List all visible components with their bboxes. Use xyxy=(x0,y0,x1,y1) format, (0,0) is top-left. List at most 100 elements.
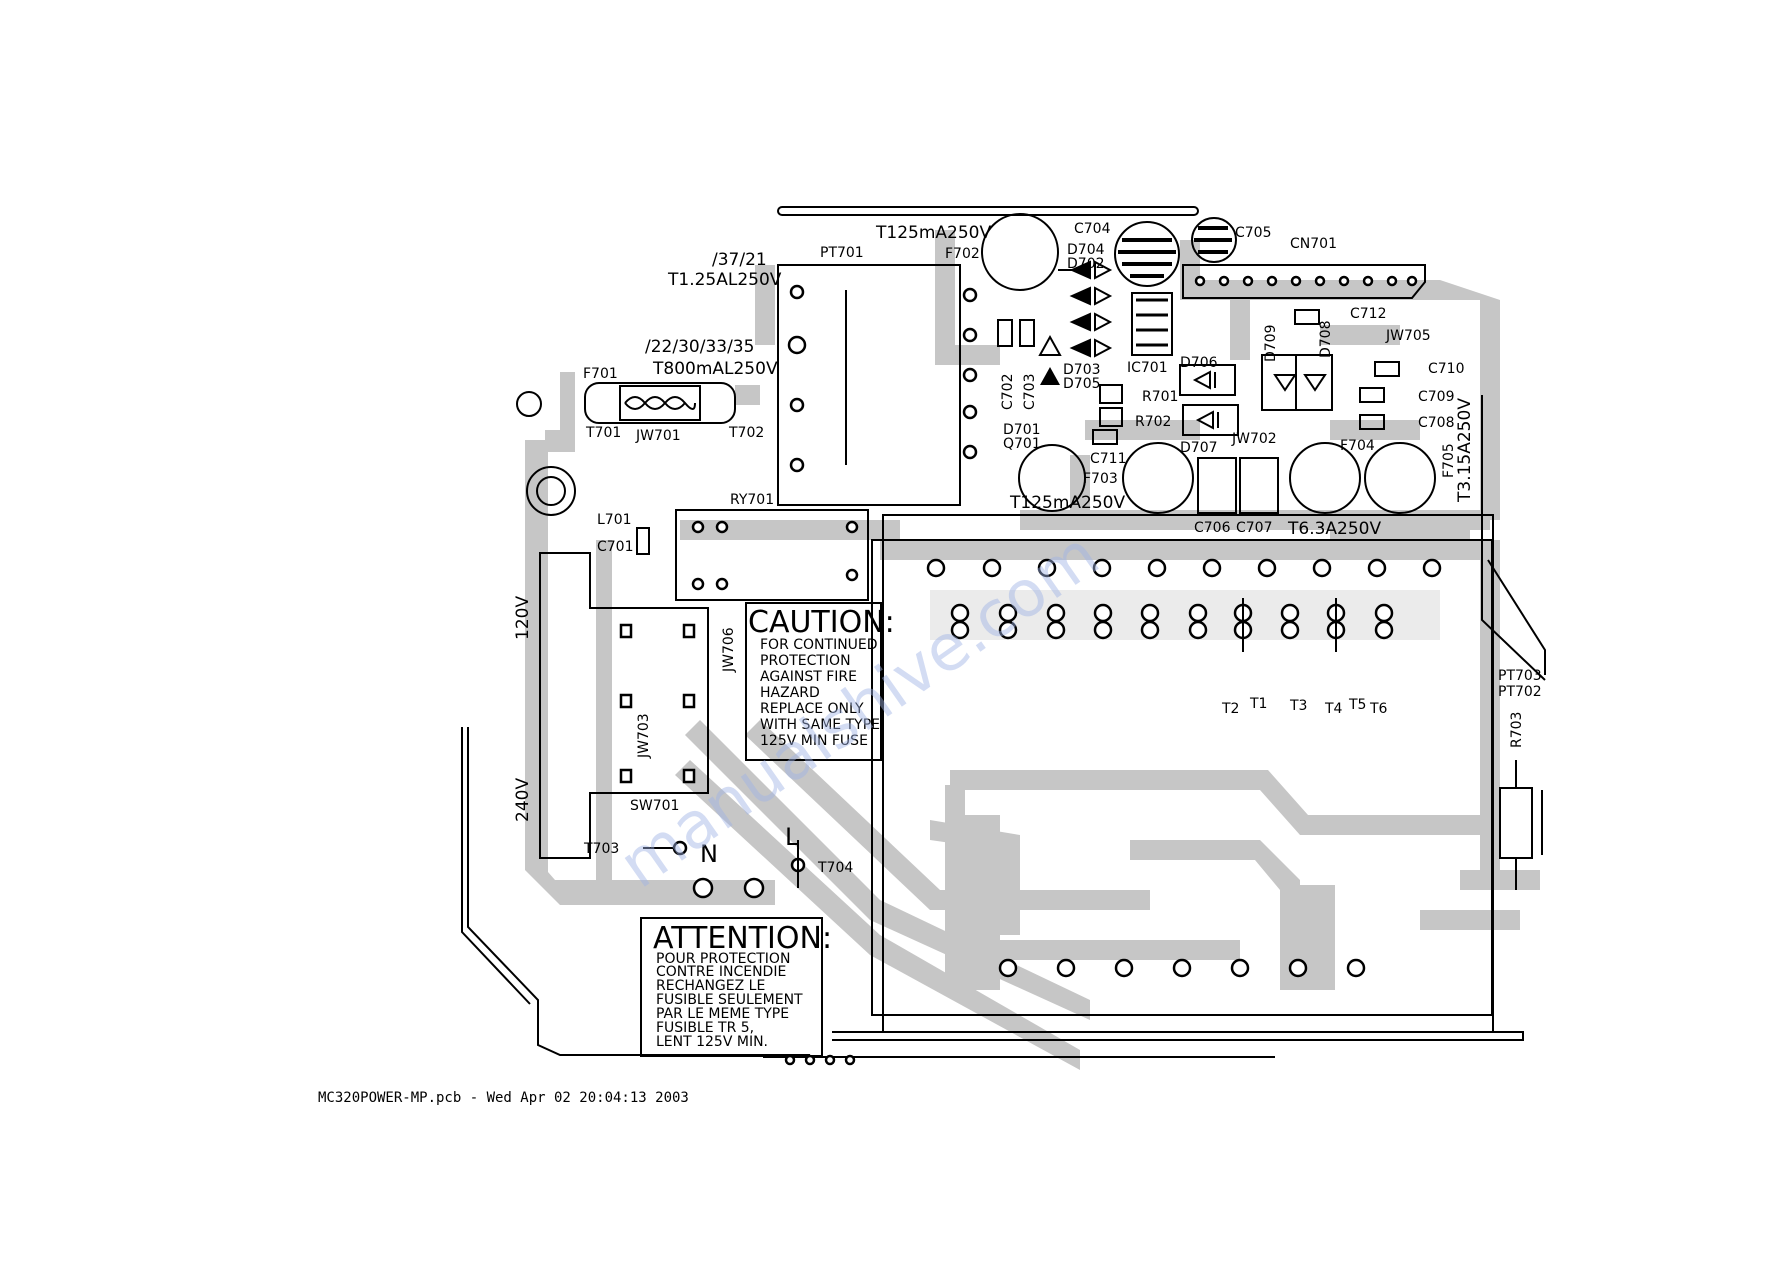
cn701-connector xyxy=(1182,264,1426,299)
attention-line: CONTRE INCENDIE xyxy=(656,964,786,980)
label-r701: R701 xyxy=(1142,389,1178,405)
board-outline xyxy=(461,206,1546,1058)
f703-holder xyxy=(1018,444,1086,512)
label-d709: D709 xyxy=(1263,324,1279,362)
label-c710: C710 xyxy=(1428,361,1465,377)
caution-line: PROTECTION xyxy=(760,653,851,669)
label-sw701: SW701 xyxy=(630,798,679,814)
label-t702: T702 xyxy=(728,425,764,441)
label-neutral: N xyxy=(700,840,718,868)
label-pt701: PT701 xyxy=(820,245,864,261)
label-c708: C708 xyxy=(1418,415,1455,431)
file-footer: MC320POWER-MP.pcb - Wed Apr 02 20:04:13 … xyxy=(318,1090,689,1106)
label-c705: C705 xyxy=(1235,225,1272,241)
label-d705: D705 xyxy=(1063,376,1101,392)
watermark: manualshive.com xyxy=(607,518,1113,903)
caution-title: CAUTION: xyxy=(748,605,895,640)
c706-capacitor xyxy=(1122,442,1194,514)
attention-line: FUSIBLE TR 5, xyxy=(656,1020,754,1036)
label-r703: R703 xyxy=(1509,712,1525,748)
label-d701: D701 xyxy=(1003,422,1041,438)
label-f702-rating: T125mA250V xyxy=(875,223,991,243)
label-c703: C703 xyxy=(1022,374,1038,411)
label-d703: D703 xyxy=(1063,362,1101,378)
label-f702: F702 xyxy=(945,246,980,262)
c705-capacitor xyxy=(1191,217,1237,263)
label-t1: T1 xyxy=(1249,696,1267,712)
caution-line: 125V MIN FUSE xyxy=(760,733,868,749)
label-t6: T6 xyxy=(1369,701,1388,717)
label-jw702: JW702 xyxy=(1231,431,1277,447)
label-t704: T704 xyxy=(817,860,853,876)
label-jw703: JW703 xyxy=(636,713,652,759)
sw701-switch xyxy=(539,552,709,859)
f704-holder xyxy=(1289,442,1361,514)
label-t3: T3 xyxy=(1289,698,1307,714)
label-c704: C704 xyxy=(1074,221,1111,237)
f702-holder xyxy=(981,213,1059,291)
attention-text: ATTENTION: POUR PROTECTION CONTRE INCEND… xyxy=(653,921,832,1050)
label-l701: L701 xyxy=(597,512,632,528)
label-f704: F704 xyxy=(1340,438,1375,454)
caution-line: HAZARD xyxy=(760,685,820,701)
label-ic701: IC701 xyxy=(1127,360,1168,376)
diode-array xyxy=(1058,260,1113,358)
label-t4: T4 xyxy=(1324,701,1343,717)
label-f705: F705 xyxy=(1441,443,1457,478)
label-jw705: JW705 xyxy=(1385,328,1431,344)
label-c706: C706 xyxy=(1194,520,1231,536)
label-f701-note-1: /37/21 xyxy=(712,250,767,270)
label-c707: C707 xyxy=(1236,520,1273,536)
label-f701-rating-1: T1.25AL250V xyxy=(667,270,782,290)
label-c701: C701 xyxy=(597,539,634,555)
label-c711: C711 xyxy=(1090,451,1127,467)
attention-line: POUR PROTECTION xyxy=(656,951,790,967)
label-pt703: PT703 xyxy=(1498,668,1542,684)
ic701 xyxy=(1131,292,1173,356)
r703-resistor xyxy=(1499,787,1533,859)
label-q701: Q701 xyxy=(1003,436,1041,452)
label-d702: D702 xyxy=(1067,256,1105,272)
label-d707: D707 xyxy=(1180,440,1218,456)
label-f704-rating: T6.3A250V xyxy=(1287,519,1381,539)
caution-line: AGAINST FIRE xyxy=(760,669,857,685)
label-live: L xyxy=(785,823,799,851)
d706-diode xyxy=(1179,364,1236,396)
label-f701: F701 xyxy=(583,366,618,382)
label-jw706: JW706 xyxy=(721,627,737,673)
label-r702: R702 xyxy=(1135,414,1171,430)
label-c712: C712 xyxy=(1350,306,1387,322)
caution-text: CAUTION: FOR CONTINUED PROTECTION AGAINS… xyxy=(748,605,895,749)
label-t703: T703 xyxy=(583,841,619,857)
label-f703: F703 xyxy=(1083,471,1118,487)
component-labels: PT701 T125mA250V F702 C704 C705 CN701 D7… xyxy=(513,221,1542,876)
label-cn701: CN701 xyxy=(1290,236,1337,252)
caution-line: REPLACE ONLY xyxy=(760,701,864,717)
mounting-hole xyxy=(516,391,542,417)
pt701-transformer xyxy=(777,264,961,506)
ry701-relay xyxy=(675,509,869,601)
attention-line: LENT 125V MIN. xyxy=(656,1034,768,1050)
label-t701: T701 xyxy=(585,425,621,441)
label-ry701: RY701 xyxy=(730,492,774,508)
label-f701-note-2: /22/30/33/35 xyxy=(645,337,754,357)
label-f705-rating: T3.15A250V xyxy=(1455,398,1475,503)
label-t2: T2 xyxy=(1221,701,1239,717)
label-d706: D706 xyxy=(1180,355,1218,371)
f701-fuse xyxy=(584,382,736,424)
toroid-l701 xyxy=(526,466,576,516)
label-t5: T5 xyxy=(1348,697,1366,713)
label-f703-rating: T125mA250V xyxy=(1009,493,1125,513)
label-120v: 120V xyxy=(513,596,533,640)
attention-title: ATTENTION: xyxy=(653,921,832,956)
d707-diode xyxy=(1182,404,1239,436)
attention-line: FUSIBLE SEULEMENT xyxy=(656,992,803,1008)
label-f701-rating-2: T800mAL250V xyxy=(652,359,778,379)
label-pt702: PT702 xyxy=(1498,684,1542,700)
label-c702: C702 xyxy=(1000,374,1016,411)
label-d708: D708 xyxy=(1318,320,1334,358)
caution-line: FOR CONTINUED xyxy=(760,637,878,653)
c704-capacitor xyxy=(1114,221,1180,287)
caution-line: WITH SAME TYPE xyxy=(760,717,880,733)
